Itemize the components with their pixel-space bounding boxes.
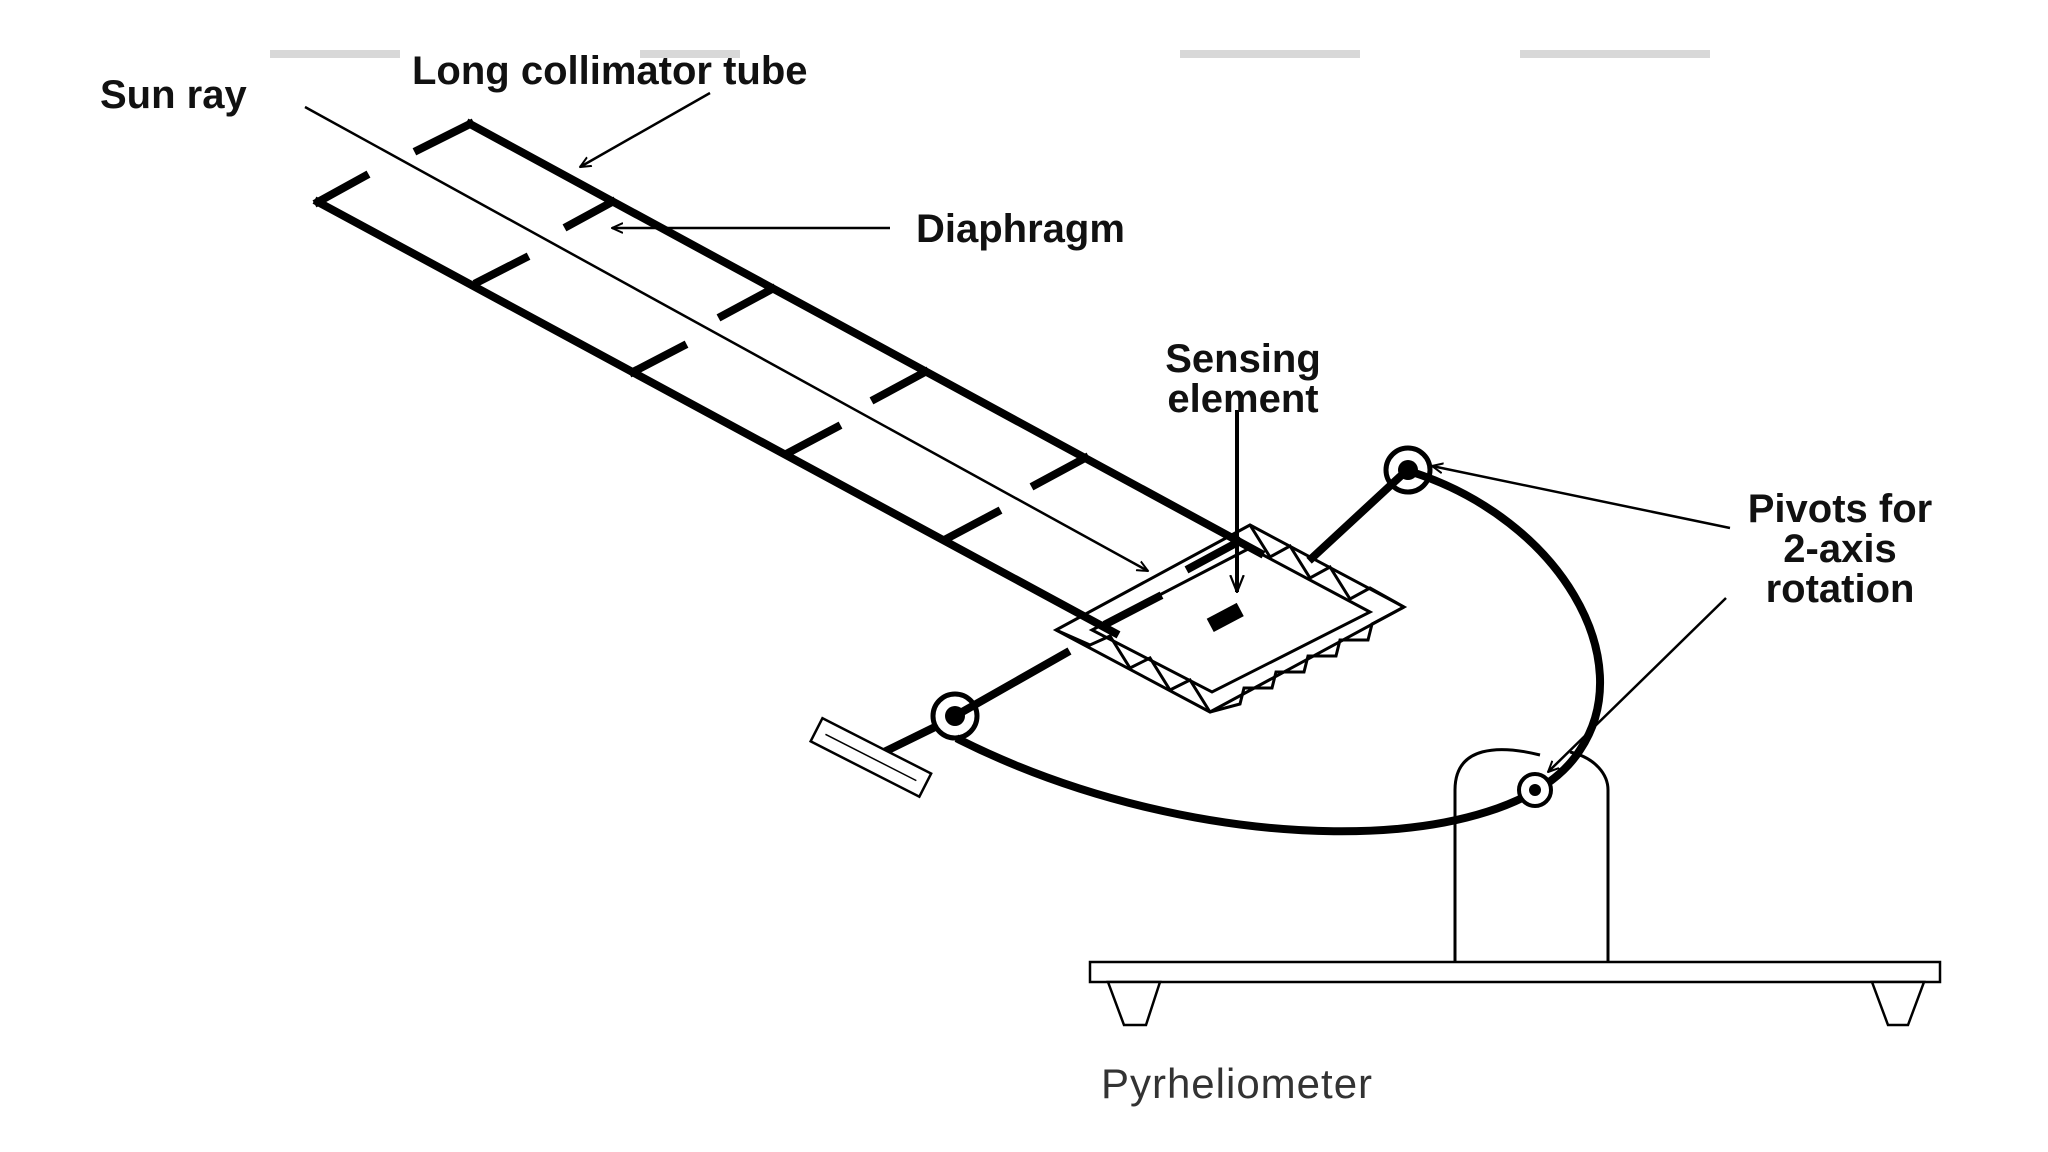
yoke-arc (954, 466, 1605, 836)
sensing-housing (1052, 523, 1408, 714)
sight-plate (808, 716, 933, 799)
pivots-arrow-lower (1548, 597, 1727, 772)
diagram-caption: Pyrheliometer (1101, 1060, 1373, 1107)
sight-rod (874, 722, 939, 760)
pivots-label-line2: 2-axis (1783, 527, 1896, 571)
lower-pivot (930, 691, 980, 741)
stand-base (1088, 960, 1942, 1027)
sensing-element-label-line1: Sensing (1165, 337, 1321, 381)
stand-post (1453, 748, 1610, 962)
lower-pivot-rod (949, 647, 1072, 722)
collimator-tube (312, 118, 1266, 639)
sun-ray-label: Sun ray (100, 73, 247, 117)
pivots-label-line1: Pivots for (1748, 487, 1932, 531)
collimator-tube-label: Long collimator tube (412, 49, 808, 93)
sensing-element-block (1206, 602, 1244, 633)
diaphragm-label: Diaphragm (916, 207, 1125, 251)
sun-ray-arrow (304, 105, 1148, 571)
upper-pivot (1383, 445, 1433, 495)
top-residual-strip (270, 50, 1710, 58)
upper-pivot-rod (1306, 466, 1411, 564)
collimator-tube-arrow (580, 91, 711, 167)
pivots-label-line3: rotation (1766, 567, 1915, 611)
pivots-arrow-upper (1432, 466, 1731, 530)
sensing-element-label-line2: element (1167, 377, 1318, 421)
stand-pivot (1517, 772, 1553, 808)
